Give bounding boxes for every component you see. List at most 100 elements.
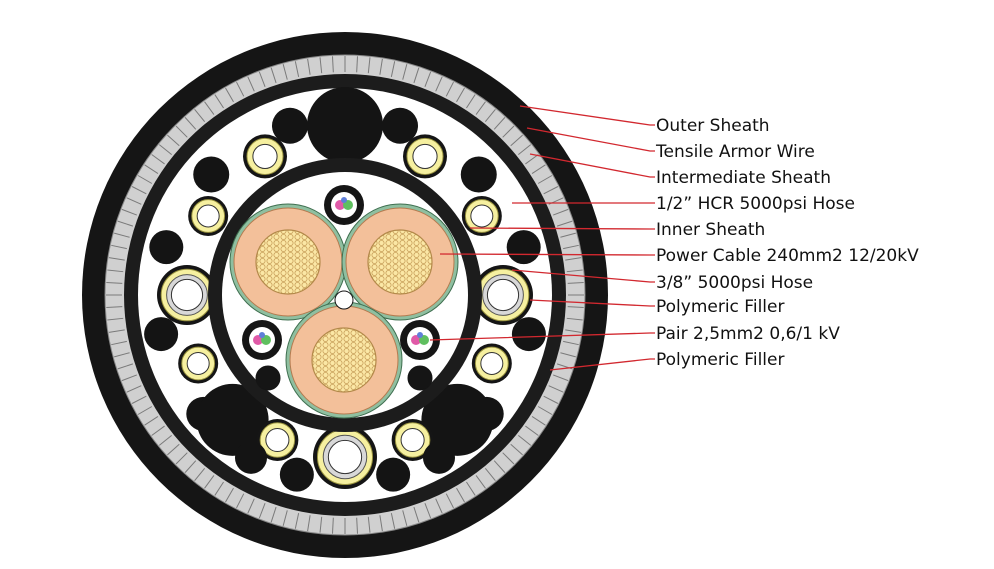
armor-wire (258, 503, 266, 519)
armor-wire (567, 306, 584, 309)
armor-wire (563, 340, 579, 346)
armor-wire (356, 517, 359, 534)
armor-wire (106, 306, 123, 309)
polymeric-filler (423, 441, 455, 474)
armor-wire (204, 101, 215, 115)
armor-wire (531, 164, 546, 174)
armor-wire (502, 452, 515, 465)
inner-core-elements (229, 185, 459, 419)
armor-wire (107, 269, 124, 273)
armor-wire (560, 232, 576, 238)
armor-wire (413, 506, 420, 523)
armor-wire (107, 317, 124, 321)
polymeric-filler (271, 107, 308, 144)
armor-wire (117, 220, 134, 227)
armor-wire (413, 67, 420, 84)
armor-wire (167, 134, 180, 147)
armor-wire (175, 452, 188, 465)
armor-wire (475, 475, 486, 489)
armor-wire-segments (106, 56, 584, 534)
armor-wire (151, 425, 165, 436)
leader-line-outer-sheath (519, 105, 655, 126)
leader-line-pair (429, 332, 655, 341)
label-intermediate-sheath: Intermediate Sheath (656, 168, 831, 188)
polymeric-filler (307, 87, 383, 163)
hose-bore (412, 143, 438, 170)
armor-wire (445, 81, 454, 97)
armor-wire (144, 416, 159, 426)
armor-wire (194, 467, 206, 482)
armor-wire (121, 208, 137, 216)
hose-bore (480, 351, 504, 375)
armor-wire (307, 515, 311, 532)
armor-wire (560, 352, 576, 358)
leader-lines (429, 105, 655, 371)
armor-wire (510, 443, 523, 456)
armor-wire (390, 61, 396, 77)
armor-wire (456, 487, 465, 503)
armor-wire (194, 108, 206, 123)
leader-line-intermediate-sheath (529, 153, 655, 178)
armor-wire (114, 352, 130, 358)
armor-wire (484, 467, 496, 482)
armor-wire (402, 510, 408, 526)
armor-wire (131, 395, 147, 404)
armor-wire (517, 144, 532, 156)
armor-wire (435, 76, 443, 92)
armor-wire (517, 434, 532, 446)
power-cable-conductor (255, 229, 321, 295)
armor-wire (556, 220, 573, 227)
armor-wire (137, 175, 153, 184)
armor-wire (131, 186, 147, 195)
armor-wire (367, 57, 371, 74)
label-tensile-armor-wire: Tensile Armor Wire (655, 142, 815, 162)
armor-wire (137, 406, 153, 415)
label-power-cable: Power Cable 240mm2 12/20kV (656, 246, 919, 266)
core-filler (407, 365, 433, 391)
power-cable-conductor (367, 229, 433, 295)
armor-wire (158, 144, 173, 156)
armor-wire (553, 208, 569, 216)
armor-wire (548, 385, 564, 393)
armor-wire (121, 374, 137, 382)
armor-wire (144, 164, 159, 174)
armor-wire (225, 487, 234, 503)
armor-wire (111, 340, 127, 346)
hose-bore (470, 204, 494, 228)
polymeric-filler (149, 230, 184, 265)
armor-wire (390, 513, 396, 529)
armor-wire (537, 175, 553, 184)
pair-conductor-blue (259, 332, 265, 338)
label-three-eighths-hose: 3/8” 5000psi Hose (656, 273, 813, 293)
label-half-inch-hose: 1/2” HCR 5000psi Hose (656, 194, 855, 214)
hose-bore (400, 427, 425, 453)
armor-wire (402, 64, 408, 80)
armor-wire (167, 443, 180, 456)
armor-wire (106, 281, 123, 284)
hose-bore (186, 351, 210, 375)
armor-wire (204, 475, 215, 489)
armor-wire (537, 406, 553, 415)
armor-wire (466, 94, 476, 109)
armor-wire (117, 363, 134, 370)
label-inner-sheath: Inner Sheath (656, 220, 765, 240)
armor-wire (282, 64, 288, 80)
armor-wire (379, 515, 383, 532)
armor-wire (158, 434, 173, 446)
armor-wire (435, 498, 443, 514)
leader-line-polymeric-filler-2 (549, 358, 655, 371)
armor-wire (319, 57, 323, 74)
armor-wire (553, 374, 569, 382)
armor-wire (108, 329, 125, 333)
armor-wire (236, 81, 245, 97)
armor-wire (566, 269, 583, 273)
core-filler (334, 290, 354, 310)
armor-wire (114, 232, 130, 238)
armor-wire (484, 108, 496, 123)
armor-wire (282, 510, 288, 526)
armor-wire (151, 154, 165, 165)
armor-wire (270, 506, 277, 523)
armor-wire (126, 385, 142, 393)
polymeric-filler (144, 317, 179, 352)
armor-wire (543, 395, 559, 404)
